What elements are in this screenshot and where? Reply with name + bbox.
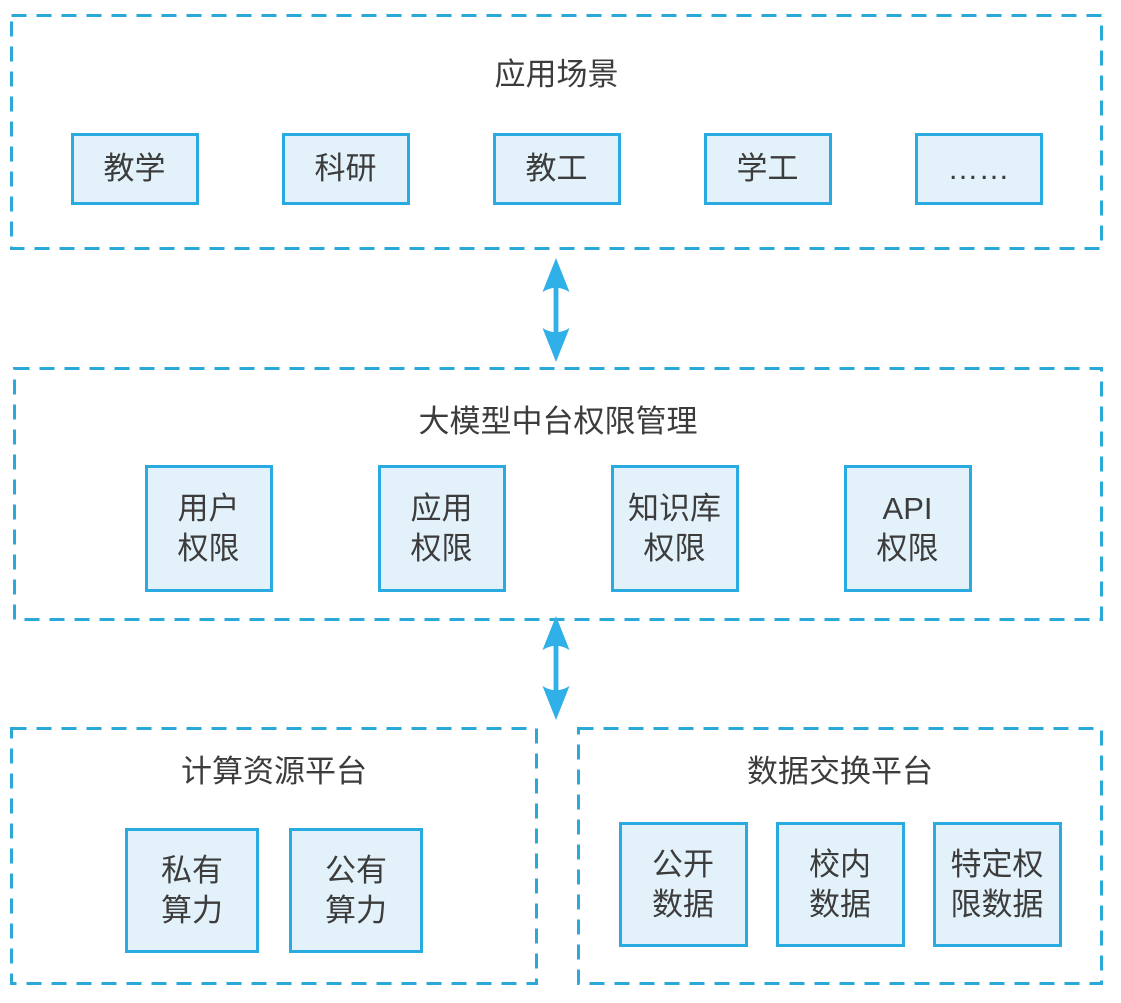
compute-box: 公有 算力 <box>289 828 423 953</box>
double-arrow-icon <box>542 616 570 720</box>
data-box: 校内 数据 <box>775 822 905 947</box>
data-box: 特定权 限数据 <box>932 822 1062 947</box>
dashed-border <box>10 14 1103 250</box>
compute-node-row: 私有 算力公有 算力 <box>10 828 538 953</box>
compute-box: 私有 算力 <box>125 828 259 953</box>
section-title-data: 数据交换平台 <box>747 754 933 789</box>
app-scenario-box: 学工 <box>703 133 832 205</box>
section-model-platform-permissions: 大模型中台权限管理 用户 权限应用 权限知识库 权限 API 权限 <box>13 367 1103 621</box>
section-application-scenarios: 应用场景 教学 科研 教工 学工 …… <box>10 14 1103 250</box>
permission-box: 知识库 权限 <box>610 465 739 592</box>
app-scenario-box: 科研 <box>281 133 410 205</box>
section-title-apps: 应用场景 <box>494 57 619 92</box>
app-scenario-box: 教学 <box>70 133 199 205</box>
permission-box: 用户 权限 <box>144 465 273 592</box>
permission-box: API 权限 <box>843 465 972 592</box>
section-title-platform: 大模型中台权限管理 <box>418 404 698 439</box>
data-node-row: 公开 数据校内 数据特定权 限数据 <box>577 822 1103 947</box>
permission-box: 应用 权限 <box>377 465 506 592</box>
data-box: 公开 数据 <box>618 822 748 947</box>
section-computing-resource-platform: 计算资源平台 私有 算力公有 算力 <box>10 727 538 985</box>
app-scenario-box: 教工 <box>492 133 621 205</box>
apps-node-row: 教学 科研 教工 学工 …… <box>10 133 1103 205</box>
section-title-compute: 计算资源平台 <box>181 754 367 789</box>
app-scenario-box: …… <box>914 133 1043 205</box>
double-arrow-icon <box>542 258 570 362</box>
section-data-exchange-platform: 数据交换平台 公开 数据校内 数据特定权 限数据 <box>577 727 1103 985</box>
platform-node-row: 用户 权限应用 权限知识库 权限 API 权限 <box>13 465 1103 592</box>
